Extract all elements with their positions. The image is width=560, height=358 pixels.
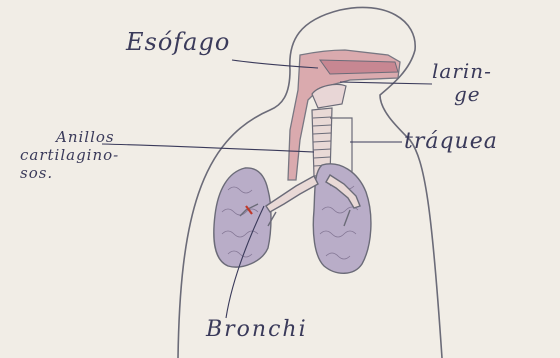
anillos-label-line-3: sos. bbox=[20, 164, 119, 182]
anillos-pointer bbox=[102, 144, 314, 152]
anillos-label: Anillos cartilagino- sos. bbox=[20, 128, 119, 182]
bronchi-label: Bronchi bbox=[206, 318, 308, 341]
laringe-label-line-1: larin- bbox=[432, 60, 492, 83]
left-lung bbox=[214, 168, 271, 267]
laringe-pointer bbox=[340, 82, 432, 84]
anillos-label-line-2: cartilagino- bbox=[20, 146, 119, 164]
traquea-label: tráquea bbox=[404, 130, 498, 153]
laringe-label: larin- ge bbox=[432, 60, 492, 106]
anillos-label-line-1: Anillos bbox=[20, 128, 119, 146]
right-lung bbox=[313, 164, 371, 273]
laringe-label-line-2: ge bbox=[432, 83, 492, 106]
esofago-label: Esófago bbox=[126, 30, 230, 55]
nasal-passage bbox=[320, 60, 398, 74]
